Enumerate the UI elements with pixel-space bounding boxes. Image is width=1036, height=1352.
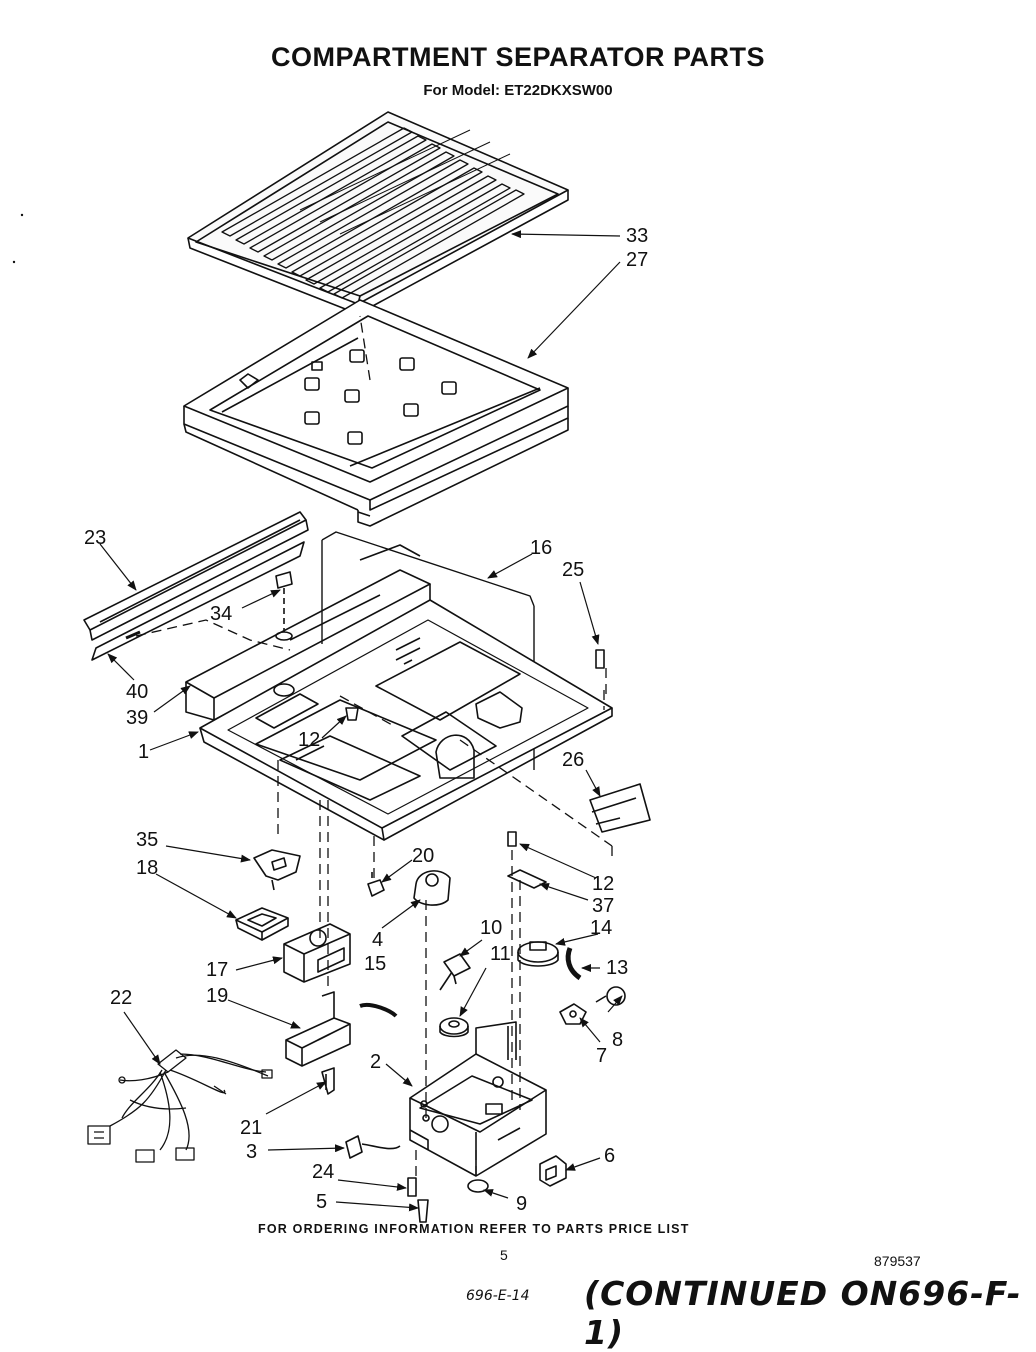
page-title: COMPARTMENT SEPARATOR PARTS — [270, 42, 765, 72]
bracket-part-19 — [285, 991, 351, 1067]
bulb-part-8 — [595, 986, 626, 1006]
grille-part-33 — [187, 111, 569, 315]
callout-20: 20 — [412, 845, 434, 867]
connector-part-3 — [345, 1135, 401, 1159]
callout-7: 7 — [596, 1045, 607, 1067]
callout-35: 35 — [136, 829, 158, 851]
callout-26: 26 — [562, 749, 584, 771]
callout-12: 12 — [592, 873, 614, 895]
nut-part-20 — [367, 872, 385, 897]
screw-part-12-left — [345, 707, 359, 721]
rail-part-23 — [83, 511, 309, 641]
control-housing-part-17 — [283, 923, 351, 983]
fan-part-14 — [517, 941, 559, 967]
callout-8: 8 — [612, 1029, 623, 1051]
gasket-part-37 — [507, 869, 547, 889]
callout-14: 14 — [590, 917, 612, 939]
callout-13: 13 — [606, 957, 628, 979]
tube-part-15 — [359, 1003, 398, 1018]
screw-part-25 — [595, 649, 605, 669]
washer-part-11 — [439, 1017, 469, 1038]
wiring-harness-part-22 — [87, 1049, 273, 1163]
tube-part-13 — [565, 947, 582, 981]
document-number: 879537 — [874, 1253, 921, 1269]
bracket-part-2 — [409, 1021, 547, 1177]
callout-23: 23 — [84, 527, 106, 549]
model-subtitle: For Model: ET22DKXSW00 — [0, 82, 1036, 99]
nut-part-9 — [467, 1179, 489, 1193]
bezel-part-18 — [235, 907, 289, 941]
callout-17: 17 — [206, 959, 228, 981]
callout-16: 16 — [530, 537, 552, 559]
callout-37: 37 — [592, 895, 614, 917]
callout-10: 10 — [480, 917, 502, 939]
callout-12: 12 — [298, 729, 320, 751]
screw-part-5 — [417, 1199, 429, 1223]
callout-25: 25 — [562, 559, 584, 581]
callout-4: 4 — [372, 929, 383, 951]
callout-33: 33 — [626, 225, 648, 247]
model-line: For Model: ET22DKXSW00 — [423, 82, 613, 99]
callout-19: 19 — [206, 985, 228, 1007]
callout-3: 3 — [246, 1141, 257, 1163]
callout-24: 24 — [312, 1161, 334, 1183]
frame-part-27 — [183, 299, 569, 527]
switch-part-6 — [539, 1155, 567, 1187]
insulation-part-26 — [589, 783, 651, 833]
callout-18: 18 — [136, 857, 158, 879]
continued-note: (CONTINUED ON696-F-1) — [584, 1274, 1022, 1352]
screw-part-21 — [321, 1067, 335, 1095]
ordering-note: FOR ORDERING INFORMATION REFER TO PARTS … — [258, 1222, 690, 1236]
callout-22: 22 — [110, 987, 132, 1009]
clip-part-35 — [253, 849, 301, 891]
callout-9: 9 — [516, 1193, 527, 1215]
callout-40: 40 — [126, 681, 148, 703]
callout-1: 1 — [138, 741, 149, 763]
callout-27: 27 — [626, 249, 648, 271]
screw-part-12 — [507, 831, 517, 847]
callout-21: 21 — [240, 1117, 262, 1139]
separator-pan-part-1 — [199, 599, 613, 841]
leader-lines — [99, 230, 623, 1212]
callout-5: 5 — [316, 1191, 327, 1213]
thermostat-part-10 — [439, 953, 471, 991]
exploded-parts-diagram: 3327231625344039121263518201237410141715… — [12, 111, 651, 1223]
clip-part-34 — [273, 571, 295, 697]
page-number: 5 — [500, 1247, 508, 1263]
callout-15: 15 — [364, 953, 386, 975]
callout-34: 34 — [210, 603, 232, 625]
callout-6: 6 — [604, 1145, 615, 1167]
callout-2: 2 — [370, 1051, 381, 1073]
guide-lines — [135, 315, 613, 1180]
screw-part-24 — [407, 1177, 417, 1197]
callout-39: 39 — [126, 707, 148, 729]
handwritten-page-ref: 696-E-14 — [466, 1288, 530, 1304]
callout-11: 11 — [490, 943, 511, 965]
strip-part-40 — [91, 541, 305, 661]
